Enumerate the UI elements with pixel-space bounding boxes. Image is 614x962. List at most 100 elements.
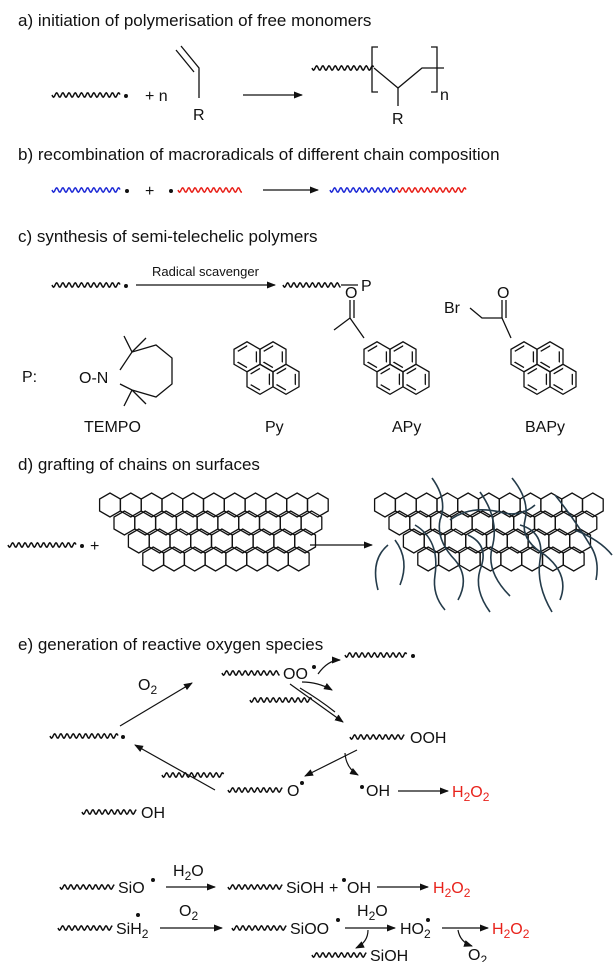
silanol-chain [227, 883, 283, 891]
graphene-ring [437, 546, 461, 572]
bromine-label: Br [444, 300, 461, 317]
graphene-ring [154, 510, 178, 536]
siloxyl-label: SiO [118, 880, 145, 897]
section-e-silicon-1: SiO H2O SiOH + OH H2O2 [59, 863, 471, 900]
alcohol-label: OH [141, 805, 165, 822]
svg-text:+: + [329, 880, 338, 897]
end-group-p: P [361, 278, 372, 295]
capped-chain [282, 281, 341, 289]
radical-dot [411, 654, 415, 658]
radical-dot [312, 665, 316, 669]
compound-bapy: BAPy [525, 419, 565, 436]
graphene-ring [540, 492, 563, 518]
graphene-ring [471, 510, 494, 536]
grafted-chains [374, 477, 613, 613]
graphene-ring [113, 510, 136, 536]
graphene-ring [294, 528, 317, 554]
section-c-title: c) synthesis of semi-telechelic polymers [18, 227, 317, 246]
graphene-ring [98, 492, 122, 518]
aromatic-ring [549, 363, 577, 396]
polymer-substituent: R [392, 111, 404, 128]
svg-text:H2O: H2O [173, 863, 204, 883]
graphene-ring [409, 510, 432, 536]
graphene-ring [562, 546, 585, 572]
bracket-right [431, 46, 438, 93]
section-d-title: d) grafting of chains on surfaces [18, 455, 260, 474]
graphene-ring [548, 528, 571, 554]
graphene-ring [244, 492, 267, 518]
plus-sign-b: + [145, 183, 154, 200]
graphene-ring [142, 546, 165, 572]
radical-dot [342, 878, 346, 882]
abstracting-chain [249, 696, 313, 704]
graphene-ring [287, 546, 310, 572]
graphene-ring [127, 528, 150, 554]
graphene-ring [581, 492, 604, 518]
graphene-ring [196, 510, 219, 536]
alcohol-chain [81, 808, 137, 816]
alkoxyl-chain [227, 786, 283, 794]
aromatic-double-bond [262, 345, 283, 369]
graphene-ring [134, 510, 157, 536]
aromatic-double-bond [379, 367, 401, 391]
section-a-scheme: + n R n R [51, 45, 449, 128]
graphene-ring [258, 510, 281, 536]
red-block [397, 186, 467, 194]
graphene-ring [415, 492, 438, 518]
radical-dot [125, 189, 129, 193]
graphene-ring [265, 492, 288, 518]
plus-n-label: + n [145, 88, 168, 105]
grafted-graphene-sheet [373, 492, 604, 572]
bromoacetylpyrene-structure: O Br BAPy [444, 285, 577, 436]
peroxyl-label: OO [283, 666, 308, 683]
graphene-ring [183, 546, 206, 572]
graphene-ring [300, 510, 323, 536]
compound-apy: APy [392, 419, 421, 436]
graphene-ring [458, 546, 481, 572]
section-c-scheme: Radical scavenger P P: O-N TEMPO Py O AP… [22, 264, 577, 436]
radical-dot [121, 735, 125, 739]
peroxysilyl-chain [231, 924, 287, 932]
tempo-structure: O-N TEMPO [79, 335, 173, 436]
aromatic-double-bond [249, 367, 271, 391]
graphene-ring [373, 492, 397, 518]
radical-dot [80, 544, 84, 548]
graphene-ring [231, 528, 254, 554]
hydroxyl-radical-label: OH [366, 783, 390, 800]
graphene-ring [175, 510, 198, 536]
aromatic-double-bond [237, 345, 258, 369]
radical-dot [169, 189, 173, 193]
section-e-silicon-2: SiH2 O2 SiOO H2O SiOH HO2 O2 H2O2 [57, 903, 530, 962]
aromatic-double-bond [405, 367, 426, 391]
section-a-title: a) initiation of polymerisation of free … [18, 11, 371, 30]
aromatic-double-bond [367, 345, 388, 369]
acetylpyrene-structure: O APy [333, 285, 430, 436]
hydroperoxide-label: OOH [410, 730, 446, 747]
aromatic-ring [272, 363, 300, 396]
h2o2-product-1: H2O2 [452, 784, 490, 804]
o2-byproduct: O2 [468, 947, 487, 962]
svg-text:O2: O2 [179, 903, 198, 923]
radical-dot [426, 918, 430, 922]
aromatic-double-bond [526, 367, 548, 391]
graphene-ring [223, 492, 246, 518]
red-macroradical [177, 186, 243, 194]
graphene-ring [394, 492, 417, 518]
graphene-ring [182, 492, 205, 518]
h2o2-product-2: H2O2 [433, 880, 471, 900]
graphene-ring [306, 492, 329, 518]
macroradical-chain-c [51, 281, 121, 289]
radical-dot [124, 284, 128, 288]
repeat-unit-bonds [373, 67, 444, 89]
radical-scavenger-label: Radical scavenger [152, 264, 260, 279]
svg-text:O2: O2 [138, 677, 157, 697]
carbonyl-oxygen: O [345, 285, 357, 302]
monomer-substituent: R [193, 107, 205, 124]
silanol-label: SiOH [286, 880, 324, 897]
aromatic-double-bond [392, 345, 413, 369]
graphene-ring [119, 492, 142, 518]
graphene-ring [279, 510, 302, 536]
hydroxyl-radical-label: OH [347, 880, 371, 897]
section-e-title: e) generation of reactive oxygen species [18, 635, 323, 654]
